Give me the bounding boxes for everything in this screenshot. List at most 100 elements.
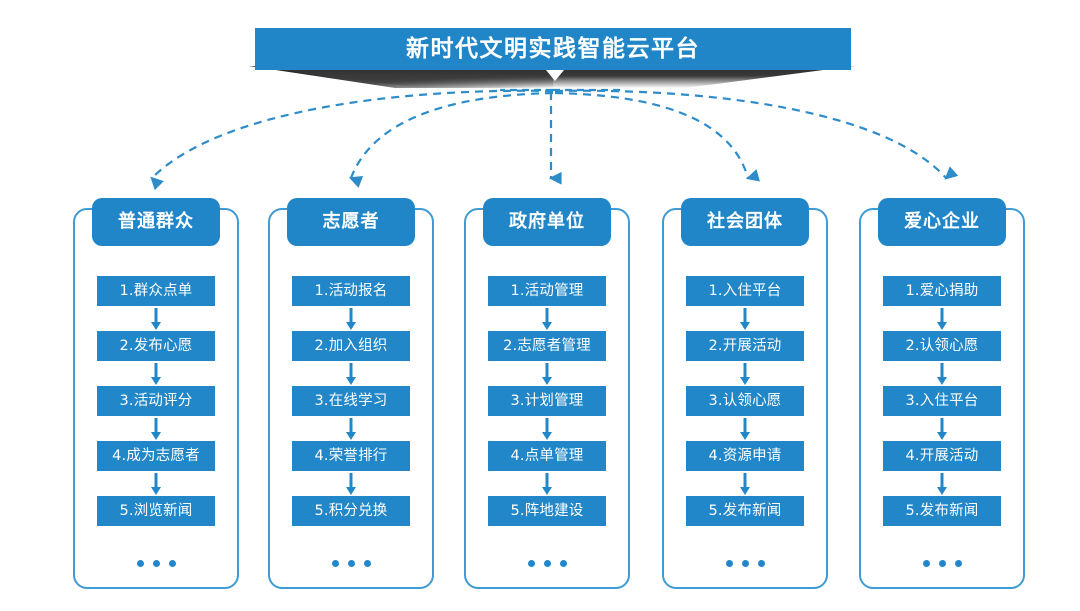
role-header-label: 爱心企业: [904, 211, 980, 232]
arrow-down-icon: [738, 361, 752, 386]
arrow-down-icon: [540, 361, 554, 386]
role-header-government-unit[interactable]: 政府单位: [483, 198, 611, 246]
ellipsis-dot: [559, 560, 567, 567]
arrow-down-icon: [738, 471, 752, 496]
role-column-government-unit[interactable]: 政府单位 1.活动管理 2.志愿者管理 3.计划管理 4.点单管理 5.阵地建设: [464, 198, 630, 589]
feature-item[interactable]: 4.点单管理: [488, 441, 606, 471]
banner-bar: 新时代文明实践智能云平台: [255, 28, 851, 70]
feature-item-label: 5.浏览新闻: [119, 502, 193, 519]
feature-item-label: 4.点单管理: [510, 447, 584, 464]
feature-item[interactable]: 4.资源申请: [686, 441, 804, 471]
ellipsis-dot: [954, 560, 962, 567]
feature-item[interactable]: 4.开展活动: [883, 441, 1001, 471]
feature-item-label: 1.活动管理: [510, 282, 584, 299]
ellipsis-dot: [543, 560, 551, 567]
feature-item-label: 1.爱心捐助: [905, 282, 979, 299]
feature-item[interactable]: 5.阵地建设: [488, 496, 606, 526]
ellipsis-dot: [922, 560, 930, 567]
ellipsis-dot: [136, 560, 144, 567]
feature-item-label: 1.活动报名: [314, 282, 388, 299]
feature-item-label: 2.认领心愿: [905, 337, 979, 354]
feature-item[interactable]: 4.荣誉排行: [292, 441, 410, 471]
connector-arrow-col-0: [150, 89, 554, 191]
feature-item-label: 3.认领心愿: [708, 392, 782, 409]
role-header-charity-enterprise[interactable]: 爱心企业: [878, 198, 1006, 246]
feature-item[interactable]: 4.成为志愿者: [97, 441, 215, 471]
feature-item[interactable]: 1.爱心捐助: [883, 276, 1001, 306]
arrow-down-icon: [149, 416, 163, 441]
feature-item-label: 5.发布新闻: [708, 502, 782, 519]
feature-item-label: 5.阵地建设: [510, 502, 584, 519]
feature-item[interactable]: 5.发布新闻: [686, 496, 804, 526]
role-header-label: 社会团体: [707, 211, 783, 232]
arrow-down-icon: [540, 416, 554, 441]
role-column-ordinary-public[interactable]: 普通群众 1.群众点单 2.发布心愿 3.活动评分 4.成为志愿者 5.浏览新闻: [73, 198, 239, 589]
ellipsis-dot: [168, 560, 176, 567]
ellipsis-dot: [757, 560, 765, 567]
role-header-social-group[interactable]: 社会团体: [681, 198, 809, 246]
feature-item[interactable]: 3.计划管理: [488, 386, 606, 416]
more-items-ellipsis: [270, 560, 432, 567]
feature-list: 1.活动管理 2.志愿者管理 3.计划管理 4.点单管理 5.阵地建设: [466, 276, 628, 526]
ellipsis-dot: [347, 560, 355, 567]
ellipsis-dot: [363, 560, 371, 567]
connector-arrow-col-4: [554, 89, 959, 180]
feature-item-label: 3.入住平台: [905, 392, 979, 409]
role-column-volunteer[interactable]: 志愿者 1.活动报名 2.加入组织 3.在线学习 4.荣誉排行 5.积分兑换: [268, 198, 434, 589]
ellipsis-dot: [152, 560, 160, 567]
platform-title-banner: 新时代文明实践智能云平台: [249, 28, 854, 88]
feature-item[interactable]: 5.浏览新闻: [97, 496, 215, 526]
feature-list: 1.爱心捐助 2.认领心愿 3.入住平台 4.开展活动 5.发布新闻: [861, 276, 1023, 526]
feature-item[interactable]: 2.认领心愿: [883, 331, 1001, 361]
ellipsis-dot: [527, 560, 535, 567]
feature-item[interactable]: 2.发布心愿: [97, 331, 215, 361]
arrow-down-icon: [738, 416, 752, 441]
feature-list: 1.活动报名 2.加入组织 3.在线学习 4.荣誉排行 5.积分兑换: [270, 276, 432, 526]
feature-item-label: 2.发布心愿: [119, 337, 193, 354]
feature-item[interactable]: 1.活动管理: [488, 276, 606, 306]
role-header-label: 志愿者: [322, 211, 380, 232]
role-header-volunteer[interactable]: 志愿者: [287, 198, 415, 246]
feature-item[interactable]: 5.积分兑换: [292, 496, 410, 526]
feature-item-label: 2.加入组织: [314, 337, 388, 354]
connector-arrow-col-3: [554, 91, 760, 182]
arrow-down-icon: [738, 306, 752, 331]
feature-item[interactable]: 2.志愿者管理: [488, 331, 606, 361]
feature-item[interactable]: 1.入住平台: [686, 276, 804, 306]
connector-arrow-col-1: [348, 91, 554, 188]
feature-list: 1.入住平台 2.开展活动 3.认领心愿 4.资源申请 5.发布新闻: [664, 276, 826, 526]
arrow-down-icon: [935, 361, 949, 386]
arrow-down-icon: [540, 306, 554, 331]
arrow-down-icon: [344, 416, 358, 441]
feature-item-label: 2.志愿者管理: [503, 337, 591, 354]
feature-item[interactable]: 3.入住平台: [883, 386, 1001, 416]
role-column-social-group[interactable]: 社会团体 1.入住平台 2.开展活动 3.认领心愿 4.资源申请 5.发布新闻: [662, 198, 828, 589]
feature-item[interactable]: 2.开展活动: [686, 331, 804, 361]
feature-item-label: 4.开展活动: [905, 447, 979, 464]
feature-item[interactable]: 5.发布新闻: [883, 496, 1001, 526]
more-items-ellipsis: [75, 560, 237, 567]
feature-item-label: 3.活动评分: [119, 392, 193, 409]
more-items-ellipsis: [466, 560, 628, 567]
feature-item[interactable]: 3.在线学习: [292, 386, 410, 416]
feature-item[interactable]: 1.群众点单: [97, 276, 215, 306]
arrow-down-icon: [149, 306, 163, 331]
role-header-label: 政府单位: [509, 211, 585, 232]
more-items-ellipsis: [664, 560, 826, 567]
arrow-down-icon: [344, 471, 358, 496]
feature-item-label: 4.资源申请: [708, 447, 782, 464]
feature-item[interactable]: 3.认领心愿: [686, 386, 804, 416]
feature-item[interactable]: 1.活动报名: [292, 276, 410, 306]
more-items-ellipsis: [861, 560, 1023, 567]
feature-item-label: 4.成为志愿者: [112, 447, 200, 464]
role-header-ordinary-public[interactable]: 普通群众: [92, 198, 220, 246]
feature-item-label: 2.开展活动: [708, 337, 782, 354]
feature-item-label: 5.发布新闻: [905, 502, 979, 519]
feature-item[interactable]: 2.加入组织: [292, 331, 410, 361]
ellipsis-dot: [741, 560, 749, 567]
role-column-charity-enterprise[interactable]: 爱心企业 1.爱心捐助 2.认领心愿 3.入住平台 4.开展活动 5.发布新闻: [859, 198, 1025, 589]
feature-item-label: 3.计划管理: [510, 392, 584, 409]
arrow-down-icon: [149, 361, 163, 386]
feature-item[interactable]: 3.活动评分: [97, 386, 215, 416]
